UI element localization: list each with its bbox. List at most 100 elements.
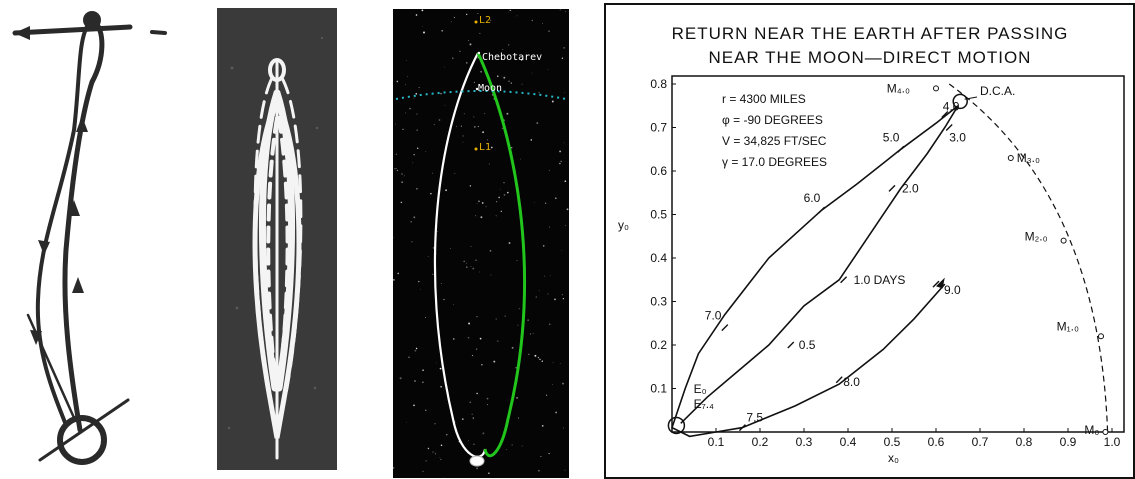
l1-dot — [474, 147, 478, 151]
moon-position-marker — [1098, 333, 1104, 340]
star — [393, 236, 394, 239]
star — [562, 298, 565, 300]
star — [396, 168, 397, 169]
label-moon: Moon — [478, 83, 502, 94]
time-mark — [835, 376, 843, 384]
time-mark-label: 4.0 — [943, 99, 960, 113]
star — [565, 225, 567, 227]
star — [401, 173, 403, 175]
star — [489, 249, 492, 252]
moon-position-label: M₃.₀ — [1017, 151, 1040, 165]
star — [551, 100, 554, 103]
star — [505, 449, 507, 450]
star — [473, 116, 475, 118]
l2-dot — [474, 20, 478, 24]
x-tick-label: 0.9 — [1060, 435, 1077, 449]
star — [418, 87, 420, 88]
star — [559, 150, 562, 153]
star — [432, 451, 434, 453]
x-tick-label: 0.6 — [928, 435, 945, 449]
star — [427, 447, 430, 450]
star — [475, 259, 477, 261]
star — [497, 340, 499, 342]
star — [486, 397, 489, 400]
star — [473, 126, 476, 128]
star — [472, 417, 475, 419]
star — [427, 255, 429, 258]
star — [440, 458, 442, 461]
star — [528, 353, 530, 356]
star — [477, 12, 479, 14]
star — [408, 356, 410, 359]
graph-title-line2: NEAR THE MOON—DIRECT MOTION — [709, 48, 1032, 67]
star — [421, 9, 424, 12]
star — [548, 453, 550, 455]
x-tick-label: 0.7 — [972, 435, 989, 449]
star — [561, 249, 563, 251]
star — [422, 470, 424, 472]
star — [564, 469, 566, 471]
star — [516, 15, 518, 17]
star — [439, 457, 441, 458]
moon-position-marker — [1060, 237, 1067, 244]
star — [415, 347, 418, 350]
star — [529, 333, 531, 335]
star — [561, 57, 564, 59]
return-trajectory — [476, 52, 526, 458]
x-tick-label: 0.5 — [884, 435, 901, 449]
star — [498, 196, 500, 199]
star — [559, 363, 561, 364]
star — [533, 201, 535, 203]
star — [423, 31, 425, 34]
moon-blob — [268, 58, 286, 82]
star — [470, 266, 472, 268]
moon-position-marker — [1007, 154, 1014, 161]
earth-circle — [57, 415, 107, 465]
star — [538, 469, 540, 472]
star — [482, 432, 485, 435]
star — [405, 112, 406, 114]
star — [473, 81, 476, 84]
star — [564, 180, 567, 182]
star — [413, 216, 416, 219]
star — [520, 59, 523, 61]
star — [521, 83, 523, 85]
y-tick-label: 0.1 — [650, 382, 667, 396]
star — [469, 43, 472, 46]
star — [554, 197, 557, 200]
star — [462, 135, 464, 137]
star — [444, 105, 446, 106]
star — [538, 290, 540, 292]
star — [552, 361, 554, 363]
moon-closest-circle — [952, 93, 968, 110]
star — [406, 421, 407, 423]
star — [535, 296, 537, 298]
star — [485, 206, 487, 208]
star — [563, 142, 565, 144]
time-mark-label: 9.0 — [944, 283, 961, 297]
star — [517, 324, 519, 326]
time-mark — [818, 206, 826, 214]
star — [479, 32, 481, 34]
star — [477, 125, 479, 128]
star — [467, 336, 470, 339]
star — [559, 162, 561, 165]
time-mark-label: 8.0 — [843, 375, 860, 389]
star — [422, 26, 424, 27]
star — [413, 404, 415, 407]
star — [440, 385, 442, 388]
star — [488, 472, 490, 475]
dca-label: D.C.A. — [980, 84, 1015, 98]
outbound-path — [62, 17, 105, 433]
star — [554, 298, 556, 301]
star — [539, 358, 541, 361]
star — [431, 172, 433, 174]
star — [469, 401, 471, 403]
x-tick-label: 0.2 — [752, 435, 769, 449]
star — [531, 19, 533, 22]
star — [516, 396, 519, 399]
x-axis-label: x₀ — [888, 451, 899, 465]
star — [436, 362, 437, 364]
star — [413, 97, 415, 99]
star — [425, 151, 427, 152]
